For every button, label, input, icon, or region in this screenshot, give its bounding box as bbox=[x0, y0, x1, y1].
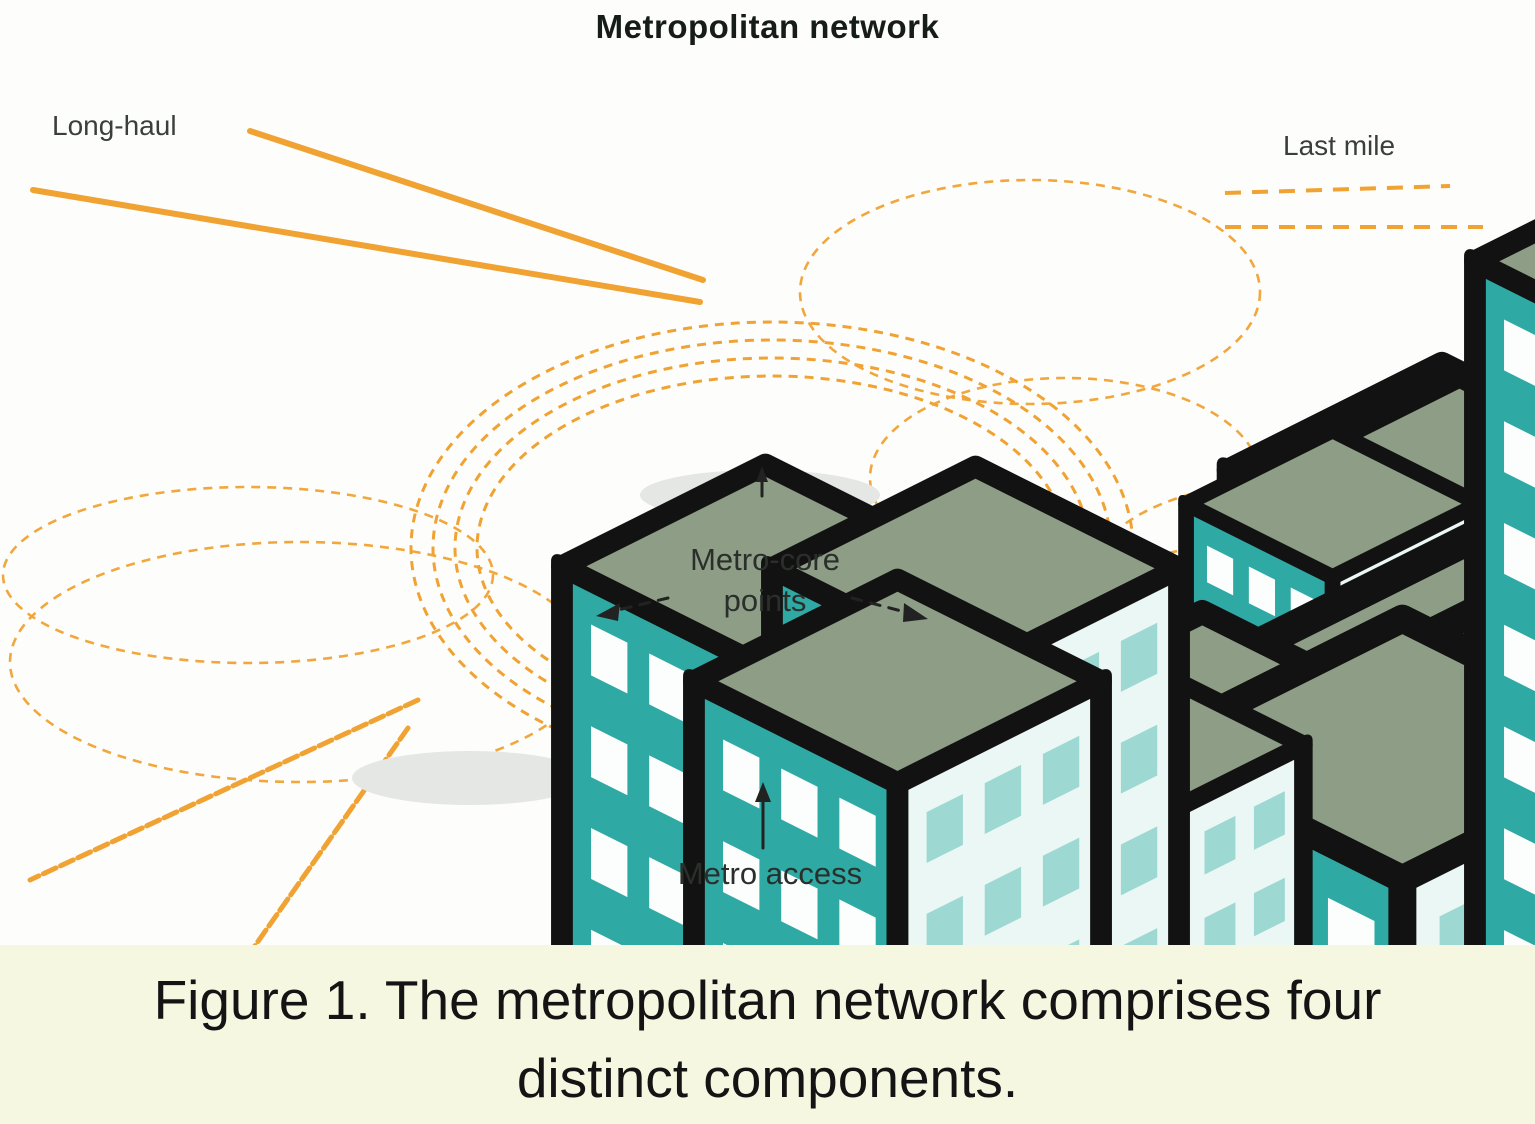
metro-access-arrow-head bbox=[755, 782, 771, 802]
diagram-title: Metropolitan network bbox=[595, 8, 940, 45]
figure-caption-line1: Figure 1. The metropolitan network compr… bbox=[153, 969, 1382, 1031]
core-pointer-right-line bbox=[850, 596, 907, 614]
top-cluster-arrow-head bbox=[756, 466, 768, 482]
long-haul-lines bbox=[30, 128, 706, 305]
figure-caption-line2: distinct components. bbox=[516, 1047, 1019, 1110]
last-mile-label: Last mile bbox=[1283, 130, 1396, 161]
building-icon bbox=[1473, 158, 1535, 945]
core-pointer-right-head bbox=[903, 603, 928, 622]
last-mile-links bbox=[1224, 184, 1483, 229]
metro-core-points-label: Metro-core points bbox=[595, 540, 935, 622]
annotation-arrows bbox=[596, 466, 928, 850]
metro-access-label: Metro access bbox=[677, 856, 863, 891]
long-haul-label: Long-haul bbox=[52, 110, 177, 141]
diagram-canvas: Metropolitan network Long-haul Last mile… bbox=[1, 8, 1535, 945]
core-pointer-left-head bbox=[596, 603, 620, 621]
core-pointer-left-line bbox=[616, 596, 670, 612]
figure-caption: Figure 1. The metropolitan network compr… bbox=[0, 945, 1535, 1124]
metro-core-points-label-line1: Metro-core bbox=[690, 542, 840, 577]
network-diagram bbox=[1, 128, 1535, 945]
metro-core-points-label-line2: points bbox=[723, 582, 807, 618]
